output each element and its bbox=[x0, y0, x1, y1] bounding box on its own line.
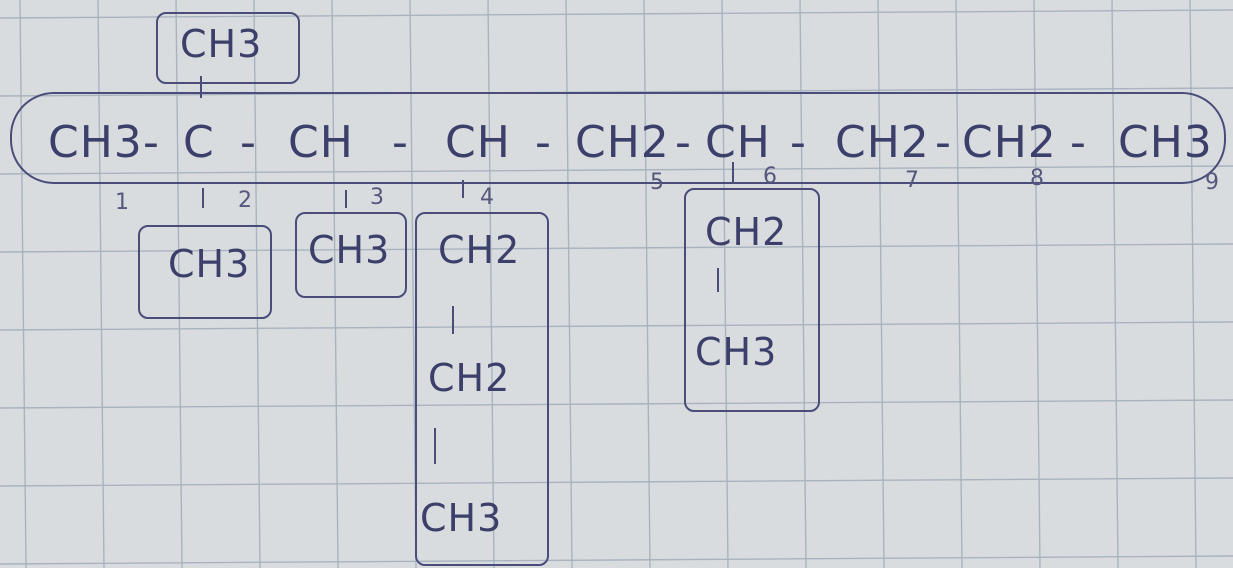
c6-down-bond bbox=[732, 162, 734, 184]
c4-branch-box bbox=[415, 212, 549, 566]
c3-branch-ch3: CH3 bbox=[308, 228, 391, 272]
main-chain-bond: - bbox=[535, 117, 552, 168]
carbon-number-1: 1 bbox=[115, 190, 130, 215]
c2-branch-box bbox=[138, 225, 272, 319]
grid-line-vertical bbox=[643, 0, 651, 568]
carbon-number-4: 4 bbox=[480, 185, 495, 210]
grid-line-horizontal bbox=[0, 555, 1233, 565]
top-substituent-box bbox=[156, 12, 300, 84]
main-chain-bond: - bbox=[675, 117, 692, 168]
top-bond bbox=[200, 76, 202, 98]
main-chain-c8: CH2 bbox=[962, 117, 1057, 168]
grid-line-vertical bbox=[721, 0, 729, 568]
grid-line-vertical bbox=[1033, 0, 1041, 568]
grid-line-horizontal bbox=[0, 9, 1233, 19]
main-chain-bond: - bbox=[1070, 117, 1087, 168]
main-chain-bond: - bbox=[935, 117, 952, 168]
c6-branch-ch3: CH3 bbox=[695, 330, 778, 374]
main-chain-c9: CH3 bbox=[1118, 117, 1213, 168]
grid-line-horizontal bbox=[0, 321, 1233, 331]
c3-down-bond bbox=[345, 190, 347, 208]
grid-line-horizontal bbox=[0, 165, 1233, 175]
main-chain-bond: - bbox=[143, 117, 160, 168]
top-substituent-ch3: CH3 bbox=[180, 22, 263, 66]
carbon-number-7: 7 bbox=[905, 168, 920, 193]
c2-branch-ch3: CH3 bbox=[168, 242, 251, 286]
grid-line-vertical bbox=[955, 0, 963, 568]
grid-line-horizontal bbox=[0, 243, 1233, 253]
c2-down-bond bbox=[202, 188, 204, 208]
c4-branch-ch2-a: CH2 bbox=[438, 228, 521, 272]
grid-line-horizontal bbox=[0, 477, 1233, 487]
c4-branch-ch2-b: CH2 bbox=[428, 356, 511, 400]
main-chain-outline bbox=[10, 92, 1226, 184]
main-chain-c4: CH bbox=[445, 117, 511, 168]
main-chain-c1: CH3 bbox=[48, 117, 143, 168]
grid-line-vertical bbox=[331, 0, 339, 568]
carbon-number-9: 9 bbox=[1205, 170, 1220, 195]
main-chain-bond: - bbox=[240, 117, 257, 168]
grid-line-vertical bbox=[97, 0, 105, 568]
main-chain-c5: CH2 bbox=[575, 117, 670, 168]
main-chain-c6: CH bbox=[705, 117, 771, 168]
main-chain-bond: - bbox=[392, 117, 409, 168]
c4-branch-ch3: CH3 bbox=[420, 496, 503, 540]
main-chain-c3: CH bbox=[288, 117, 354, 168]
carbon-number-2: 2 bbox=[238, 188, 253, 213]
c3-branch-box bbox=[295, 212, 407, 298]
carbon-number-5: 5 bbox=[650, 170, 665, 195]
grid-line-horizontal bbox=[0, 399, 1233, 409]
c6-branch-ch2: CH2 bbox=[705, 210, 788, 254]
grid-line-vertical bbox=[565, 0, 573, 568]
grid-line-vertical bbox=[1111, 0, 1119, 568]
c4-branch-bond bbox=[452, 306, 454, 334]
carbon-number-8: 8 bbox=[1030, 166, 1045, 191]
grid-line-vertical bbox=[19, 0, 27, 568]
grid-line-vertical bbox=[487, 0, 495, 568]
grid-line-vertical bbox=[799, 0, 807, 568]
c4-branch-bond bbox=[434, 428, 436, 464]
c6-branch-box bbox=[684, 188, 820, 412]
main-chain-c2: C bbox=[183, 117, 215, 168]
carbon-number-3: 3 bbox=[370, 185, 385, 210]
carbon-number-6: 6 bbox=[763, 164, 778, 189]
c6-branch-bond bbox=[717, 268, 719, 292]
grid-line-vertical bbox=[877, 0, 885, 568]
grid-line-vertical bbox=[1189, 0, 1197, 568]
main-chain-c7: CH2 bbox=[835, 117, 930, 168]
c4-down-bond bbox=[462, 180, 464, 198]
main-chain-bond: - bbox=[790, 117, 807, 168]
